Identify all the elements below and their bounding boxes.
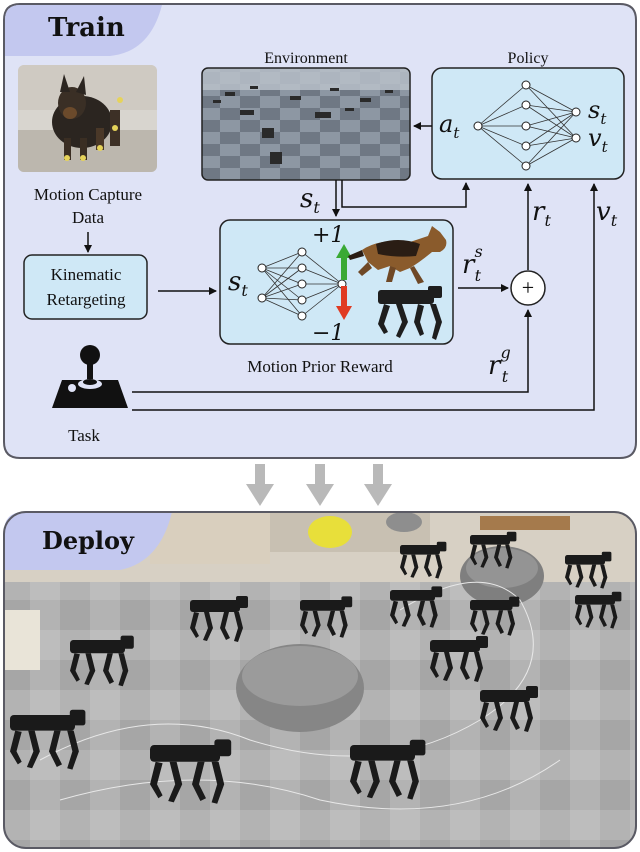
- deploy-frame: [3, 511, 637, 849]
- prior-net-node: [257, 293, 267, 303]
- policy-net-node: [521, 121, 531, 131]
- robot-dog: [390, 586, 443, 628]
- robot-dog: [190, 596, 248, 642]
- policy-net-edge: [525, 84, 577, 139]
- policy-net-node: [521, 161, 531, 171]
- retarget-label-line2: Retargeting: [47, 290, 126, 309]
- reward-up-head: [336, 244, 352, 258]
- robot-dog: [70, 635, 134, 687]
- policy-net-edge: [477, 84, 527, 127]
- policy-net-node: [521, 141, 531, 151]
- policy-net-edge: [525, 137, 577, 147]
- policy-net-edge: [525, 111, 577, 147]
- arrow-task-to-sum: [132, 309, 532, 393]
- policy-net-edge: [525, 104, 577, 139]
- policy-net-node: [571, 133, 581, 143]
- prior-net-node: [257, 263, 267, 273]
- policy-net-edge: [525, 111, 577, 127]
- robot-dog: [480, 686, 538, 732]
- policy-output-v: vt: [588, 124, 609, 156]
- prior-net-node: [297, 295, 307, 305]
- policy-net-edge: [525, 104, 577, 113]
- prior-net-edge: [261, 267, 303, 299]
- deploy-title: Deploy: [42, 526, 135, 555]
- prior-net-edge: [261, 297, 303, 301]
- robot-dog-image: [378, 286, 442, 340]
- prior-net-node: [297, 279, 307, 289]
- prior-net-edge: [261, 283, 303, 299]
- policy-input-a: at: [439, 110, 460, 142]
- prior-net-node: [297, 247, 307, 257]
- plus-one-label: +1: [312, 223, 344, 248]
- robot-dog: [300, 596, 353, 638]
- policy-net-edge: [525, 137, 577, 167]
- reward-down-head: [336, 306, 352, 320]
- retarget-box: [23, 254, 148, 320]
- sum-node: [510, 270, 546, 306]
- mocap-label-line1: Motion Capture: [34, 185, 142, 204]
- robot-dog: [575, 591, 622, 629]
- prior-net-edge: [261, 251, 303, 299]
- robot-dog: [470, 596, 520, 636]
- robot-dog: [350, 739, 426, 800]
- sum-plus-sign: +: [522, 275, 534, 300]
- prior-label: Motion Prior Reward: [247, 357, 393, 376]
- prior-net-node: [297, 311, 307, 321]
- policy-net-node: [521, 100, 531, 110]
- prior-net-edge: [261, 267, 303, 285]
- policy-output-s: st: [588, 96, 607, 128]
- joystick-icon: [52, 345, 128, 408]
- policy-net-edge: [525, 84, 577, 113]
- environment-render: [202, 68, 410, 180]
- mocap-label-line2: Data: [72, 208, 105, 227]
- transition-arrows: [246, 464, 392, 506]
- prior-net-edge: [261, 251, 303, 269]
- policy-net-node: [521, 80, 531, 90]
- prior-net-node: [297, 263, 307, 273]
- prior-net-edge: [301, 267, 343, 285]
- reward-label: rt: [532, 197, 551, 230]
- policy-network: at st vt: [439, 80, 609, 171]
- prior-net-edge: [301, 283, 343, 317]
- arrow-task-to-policy: [132, 183, 598, 411]
- prior-net-edge: [261, 297, 303, 317]
- task-label: Task: [68, 426, 100, 445]
- mocap-photo: [18, 65, 157, 172]
- prior-net-edge: [261, 267, 303, 317]
- robot-dog: [400, 541, 447, 579]
- prior-net-edge: [301, 283, 343, 301]
- velocity-label: vt: [596, 197, 618, 230]
- policy-net-edge: [525, 111, 577, 167]
- environment-frame: [201, 67, 411, 181]
- deploy-tab: [4, 512, 172, 570]
- policy-net-node: [571, 107, 581, 117]
- policy-net-node: [473, 121, 483, 131]
- arrow-env-to-policy: [341, 180, 470, 208]
- policy-net-edge: [477, 125, 527, 147]
- prior-net-edge: [261, 267, 303, 301]
- train-title: Train: [48, 13, 125, 43]
- retarget-label-line1: Kinematic: [51, 265, 122, 284]
- environment-label: Environment: [264, 50, 348, 67]
- minus-one-label: −1: [312, 321, 344, 346]
- policy-net-edge: [477, 104, 527, 127]
- prior-input-s: st: [228, 267, 248, 300]
- train-tab: [5, 5, 162, 56]
- robot-dog: [430, 636, 488, 682]
- policy-net-edge: [477, 125, 527, 167]
- prior-net-edge: [301, 251, 343, 285]
- state-label: st: [300, 184, 320, 217]
- policy-net-edge: [525, 125, 577, 139]
- german-shepherd-image: [348, 226, 447, 284]
- policy-label: Policy: [508, 50, 549, 67]
